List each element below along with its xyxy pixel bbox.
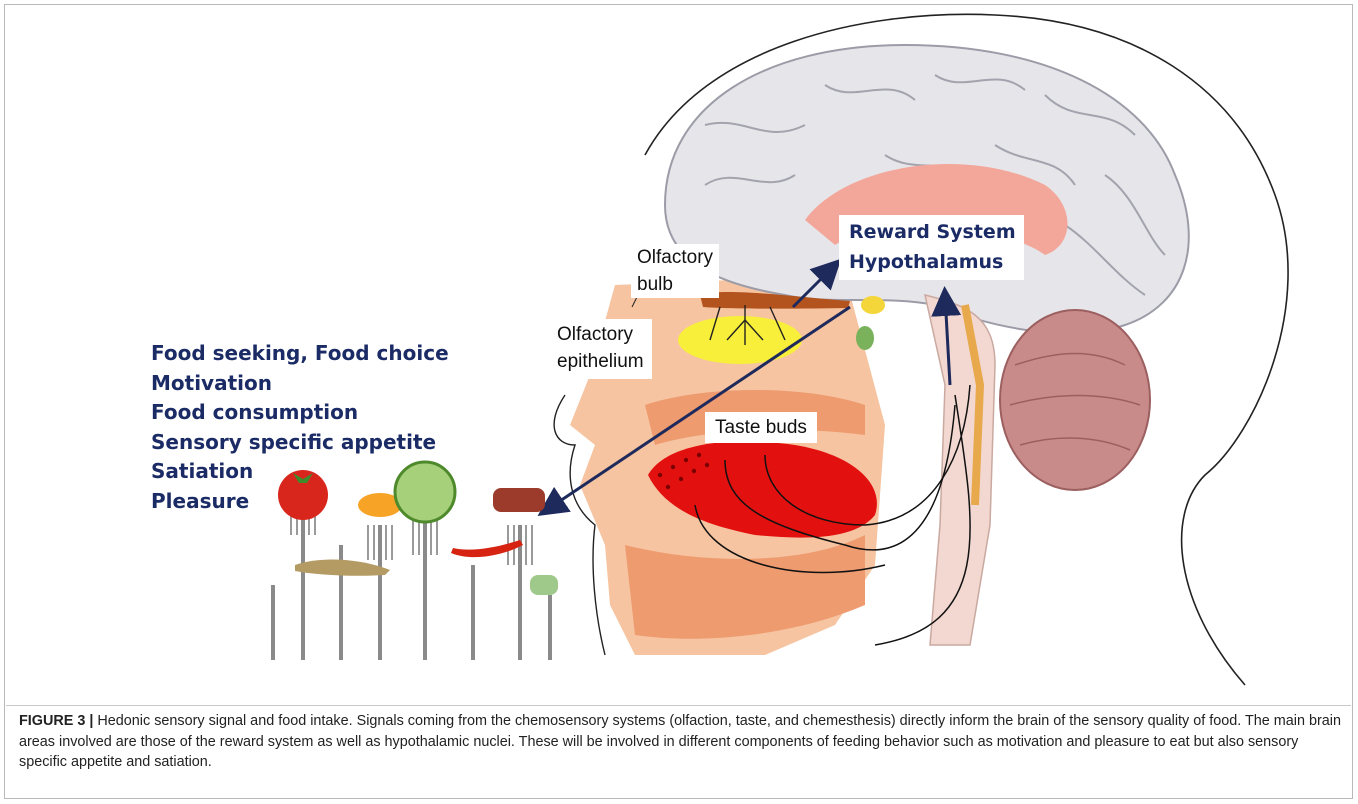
chili: [451, 540, 523, 557]
label-brain-areas: Reward System Hypothalamus: [839, 215, 1024, 280]
figure-frame: Food seeking, Food choice Motivation Foo…: [4, 4, 1353, 799]
figure-caption: FIGURE 3 | Hedonic sensory signal and fo…: [19, 711, 1347, 773]
behavior-list: Food seeking, Food choice Motivation Foo…: [151, 339, 449, 516]
caption-label: FIGURE 3 |: [19, 713, 93, 729]
label-olfactory-epithelium: Olfactory epithelium: [551, 319, 652, 379]
label-line: Olfactory: [557, 321, 644, 348]
label-hypothalamus: Hypothalamus: [849, 247, 1016, 277]
limbic-yellow: [861, 296, 885, 314]
label-line: Olfactory: [637, 244, 713, 271]
olfactory-epithelium: [678, 316, 802, 364]
behavior-item: Sensory specific appetite: [151, 428, 449, 458]
figure-illustration: Food seeking, Food choice Motivation Foo…: [5, 5, 1354, 705]
label-line: epithelium: [557, 348, 644, 375]
behavior-item: Food seeking, Food choice: [151, 339, 449, 369]
behavior-item: Food consumption: [151, 398, 449, 428]
label-line: bulb: [637, 271, 713, 298]
caption-divider: [6, 705, 1351, 706]
label-reward-system: Reward System: [849, 217, 1016, 247]
behavior-item: Motivation: [151, 369, 449, 399]
steak: [493, 488, 545, 512]
fish: [295, 560, 390, 576]
lettuce: [530, 575, 558, 595]
limbic-green: [856, 326, 874, 350]
label-taste-buds: Taste buds: [705, 412, 817, 443]
brainstem: [925, 295, 995, 645]
behavior-item: Pleasure: [151, 487, 449, 517]
behavior-item: Satiation: [151, 457, 449, 487]
caption-text: Hedonic sensory signal and food intake. …: [19, 713, 1341, 770]
label-olfactory-bulb: Olfactory bulb: [631, 244, 719, 298]
cerebellum: [1000, 310, 1150, 490]
